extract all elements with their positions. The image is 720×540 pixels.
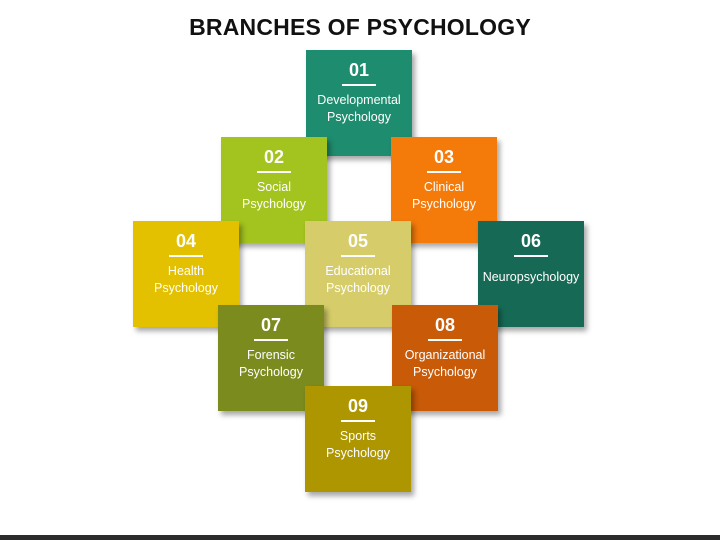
- branch-label: Forensic Psychology: [239, 348, 303, 379]
- branch-number: 06: [520, 231, 542, 251]
- branch-label: Clinical Psychology: [412, 180, 476, 211]
- branch-label: Social Psychology: [242, 180, 306, 211]
- branch-number: 04: [175, 231, 197, 251]
- branch-card-05: 05 Educational Psychology: [305, 221, 411, 327]
- branch-card-06: 06 Neuropsychology: [478, 221, 584, 327]
- bottom-bar: [0, 535, 720, 540]
- branch-number: 02: [263, 147, 285, 167]
- branch-label: Sports Psychology: [326, 429, 390, 460]
- branch-number: 03: [433, 147, 455, 167]
- divider-line: [342, 84, 376, 86]
- divider-line: [254, 339, 288, 341]
- branch-card-09: 09 Sports Psychology: [305, 386, 411, 492]
- branch-label: Organizational Psychology: [404, 348, 486, 379]
- branch-number: 08: [434, 315, 456, 335]
- branch-label: Neuropsychology: [482, 270, 580, 284]
- divider-line: [341, 420, 375, 422]
- slide-title: BRANCHES OF PSYCHOLOGY: [189, 14, 531, 40]
- branch-label: Developmental Psychology: [317, 93, 401, 124]
- branch-number: 09: [347, 396, 369, 416]
- branch-label: Health Psychology: [154, 264, 218, 295]
- divider-line: [169, 255, 203, 257]
- divider-line: [514, 255, 548, 257]
- divider-line: [427, 171, 461, 173]
- divider-line: [257, 171, 291, 173]
- divider-line: [341, 255, 375, 257]
- divider-line: [428, 339, 462, 341]
- branch-number: 07: [260, 315, 282, 335]
- branch-label: Educational Psychology: [325, 264, 391, 295]
- branch-number: 01: [348, 60, 370, 80]
- branch-number: 05: [347, 231, 369, 251]
- branch-card-04: 04 Health Psychology: [133, 221, 239, 327]
